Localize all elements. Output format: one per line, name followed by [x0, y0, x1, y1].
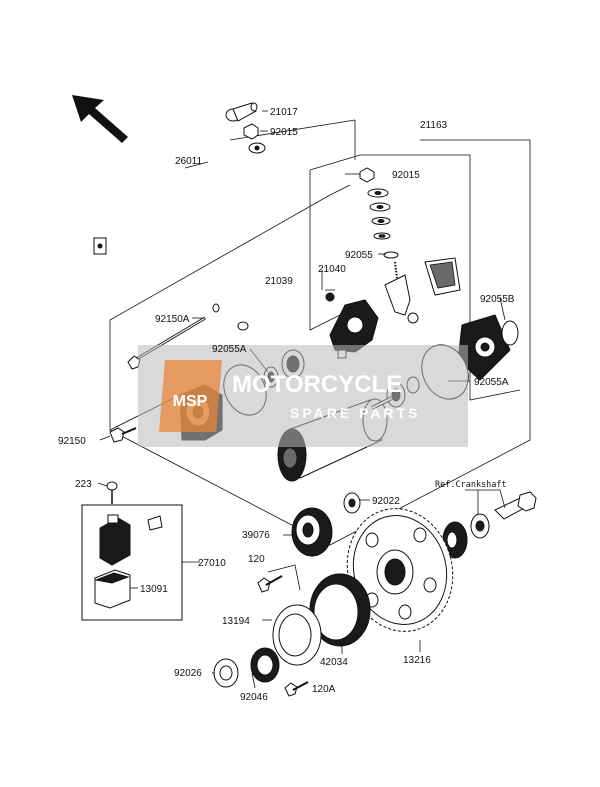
label-13091: 13091 — [140, 584, 168, 595]
watermark-brand: MOTORCYCLE — [232, 371, 402, 398]
label-120: 120 — [248, 554, 265, 565]
crankshaft-parts — [442, 489, 537, 559]
label-223: 223 — [75, 479, 92, 490]
washer-small-left — [237, 321, 249, 331]
label-92150a: 92150A — [155, 314, 190, 325]
part-26011-cable — [93, 142, 266, 255]
part-92150-bolt — [109, 427, 137, 443]
part-13194-housing — [272, 604, 322, 666]
label-42034: 42034 — [320, 657, 348, 668]
label-92015-mid: 92015 — [392, 170, 420, 181]
label-92026: 92026 — [174, 668, 202, 679]
label-13194: 13194 — [222, 616, 250, 627]
part-92026-washer — [213, 658, 239, 688]
part-39076-idler-gear — [291, 507, 333, 557]
leader-120 — [267, 564, 301, 591]
part-21163-bracket — [384, 257, 461, 324]
label-26011: 26011 — [175, 156, 203, 167]
part-42034-starter-clutch — [309, 573, 371, 654]
label-21163: 21163 — [420, 120, 448, 131]
watermark-logo: MSP — [173, 393, 208, 410]
part-92046-needle-bearing — [250, 647, 280, 683]
part-relay — [99, 514, 163, 566]
front-direction-arrow-icon — [72, 95, 128, 143]
watermark: MSP MOTORCYCLE SPARE PARTS — [138, 345, 468, 447]
label-120a: 120A — [312, 684, 336, 695]
part-92015-nut-top — [243, 123, 268, 140]
label-27010: 27010 — [198, 558, 226, 569]
label-92055a-left: 92055A — [212, 344, 247, 355]
label-92022: 92022 — [372, 496, 400, 507]
label-21017: 21017 — [270, 107, 298, 118]
label-21040: 21040 — [318, 264, 346, 275]
label-13216: 13216 — [403, 655, 431, 666]
part-120-bolt — [257, 575, 283, 593]
part-120a-bolt — [284, 681, 309, 697]
label-39076: 39076 — [242, 530, 270, 541]
part-end-cover — [457, 314, 519, 381]
part-21017-cap — [225, 102, 268, 122]
leader-lines — [97, 173, 506, 689]
part-labels: 21017 92015 21163 26011 92015 92055 2103… — [58, 107, 515, 703]
washer-stack — [359, 167, 399, 279]
label-92015-top: 92015 — [270, 127, 298, 138]
label-21039: 21039 — [265, 276, 293, 287]
label-92055: 92055 — [345, 250, 373, 261]
part-223-screw — [106, 481, 118, 504]
part-13091-cover — [94, 569, 138, 609]
label-92055a-right: 92055A — [474, 377, 509, 388]
label-92046: 92046 — [240, 692, 268, 703]
part-13216-large-gear — [346, 508, 454, 632]
label-ref-crankshaft: Ref.Crankshaft — [435, 480, 507, 490]
label-92150: 92150 — [58, 436, 86, 447]
watermark-sub: SPARE PARTS — [290, 405, 421, 421]
label-92055b: 92055B — [480, 294, 515, 305]
part-92022-washer — [343, 492, 370, 514]
